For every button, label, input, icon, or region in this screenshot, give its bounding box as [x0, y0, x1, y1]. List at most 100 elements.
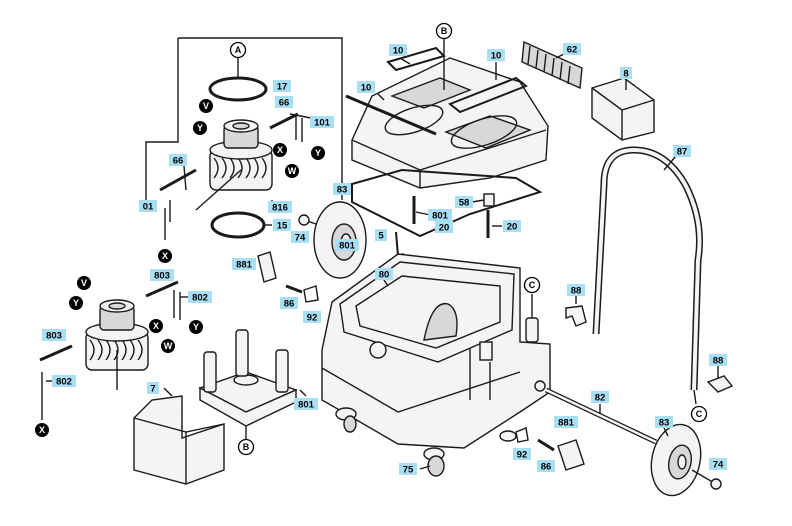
part-label-text: 83 [659, 418, 670, 429]
part-label: 62 [563, 43, 581, 56]
part-label: 803 [42, 329, 66, 342]
reference-circle: C [523, 276, 541, 294]
part-label: 801 [294, 398, 318, 411]
part-label: 75 [399, 463, 417, 476]
part-label: 20 [503, 220, 521, 233]
part-label: 17 [273, 80, 291, 93]
part-label: 8 [620, 67, 632, 80]
lid-assembly [351, 38, 549, 189]
part-label-text: 801 [339, 241, 356, 252]
cover-881-right [557, 439, 585, 471]
connector-dot-text: W [288, 166, 297, 176]
reference-circle: C [690, 405, 708, 423]
part-label-text: 58 [459, 198, 470, 209]
part-label-text: 83 [337, 185, 348, 196]
connector-dot: V [199, 99, 213, 113]
reference-circle-text: B [441, 26, 448, 36]
connector-dot: Y [311, 146, 325, 160]
part-label-text: 10 [491, 51, 502, 62]
part-label-text: 816 [272, 203, 288, 214]
part-label: 10 [389, 44, 407, 57]
cover-881-left [257, 251, 277, 283]
part-label-text: 20 [439, 223, 450, 234]
part-label: 66 [275, 96, 293, 109]
part-label-text: 17 [277, 82, 288, 93]
reference-circle: B [435, 22, 453, 40]
brush-pins-upper [159, 112, 303, 240]
clip-5 [395, 231, 405, 258]
seal-ring-17 [208, 76, 268, 102]
part-label: 802 [52, 375, 76, 388]
connector-dot-text: X [277, 145, 283, 155]
connector-dot: W [285, 164, 299, 178]
connector-dot: Y [193, 121, 207, 135]
part-label-text: 01 [143, 202, 154, 213]
part-label-text: 92 [517, 450, 528, 461]
motor-lower [39, 280, 181, 420]
part-label-text: 881 [236, 260, 253, 271]
part-label-text: 86 [541, 462, 552, 473]
part-label: 86 [537, 460, 555, 473]
caster-wheels [335, 407, 517, 477]
part-label-text: 74 [295, 233, 306, 244]
container-body [321, 253, 551, 449]
part-label: 816 [268, 201, 292, 214]
part-label-text: 66 [279, 98, 290, 109]
reference-circle-text: C [696, 409, 703, 419]
part-label-text: 881 [558, 418, 575, 429]
part-label-text: 802 [56, 377, 72, 388]
part-label: 83 [333, 183, 351, 196]
part-label: 88 [709, 354, 727, 367]
part-label: 74 [291, 231, 309, 244]
part-label-text: 86 [284, 299, 295, 310]
part-label: 10 [357, 81, 375, 94]
gasket-10-right [448, 76, 528, 114]
reference-circle-text: A [235, 45, 242, 55]
part-label: 86 [280, 297, 298, 310]
connector-dot: X [35, 423, 49, 437]
wheel-83-right [650, 423, 722, 497]
connector-dot-text: X [153, 321, 159, 331]
part-label: 74 [709, 458, 727, 471]
part-label-text: 75 [403, 465, 414, 476]
part-label: 88 [567, 284, 585, 297]
part-label: 101 [310, 116, 334, 129]
part-label-text: 101 [314, 118, 331, 129]
connector-dot: X [149, 319, 163, 333]
part-label-text: 10 [393, 46, 404, 57]
part-label-text: 66 [173, 156, 184, 167]
foam-block-8 [591, 77, 655, 141]
filter-cover-7 [133, 395, 225, 485]
part-label: 801 [335, 239, 359, 252]
part-label-text: 5 [378, 231, 384, 242]
reference-circle-text: C [529, 280, 536, 290]
connector-dot-text: X [39, 425, 45, 435]
part-label: 80 [375, 268, 393, 281]
part-label-text: 10 [361, 83, 372, 94]
handle-clip-88-left [565, 305, 587, 327]
axle-82 [534, 380, 658, 445]
part-label-text: 82 [595, 393, 606, 404]
part-label: 20 [435, 221, 453, 234]
part-label: 881 [554, 416, 578, 429]
part-label-text: 801 [298, 400, 315, 411]
part-label: 802 [188, 291, 212, 304]
connector-dot-text: Y [315, 148, 321, 158]
part-label: 82 [591, 391, 609, 404]
part-label-text: 802 [192, 293, 208, 304]
connector-dot-text: Y [193, 322, 199, 332]
part-label-text: 801 [432, 211, 449, 222]
part-label-text: 7 [150, 384, 155, 395]
connector-dot-text: Y [197, 123, 203, 133]
motor-upper [195, 119, 273, 211]
latch-58 [483, 193, 495, 207]
part-label-text: 74 [713, 460, 724, 471]
connector-dot: V [77, 276, 91, 290]
part-label-text: 8 [623, 69, 628, 80]
part-label: 7 [147, 382, 159, 395]
part-label-text: 803 [154, 271, 170, 282]
part-label-text: 88 [713, 356, 724, 367]
part-label: 83 [655, 416, 673, 429]
